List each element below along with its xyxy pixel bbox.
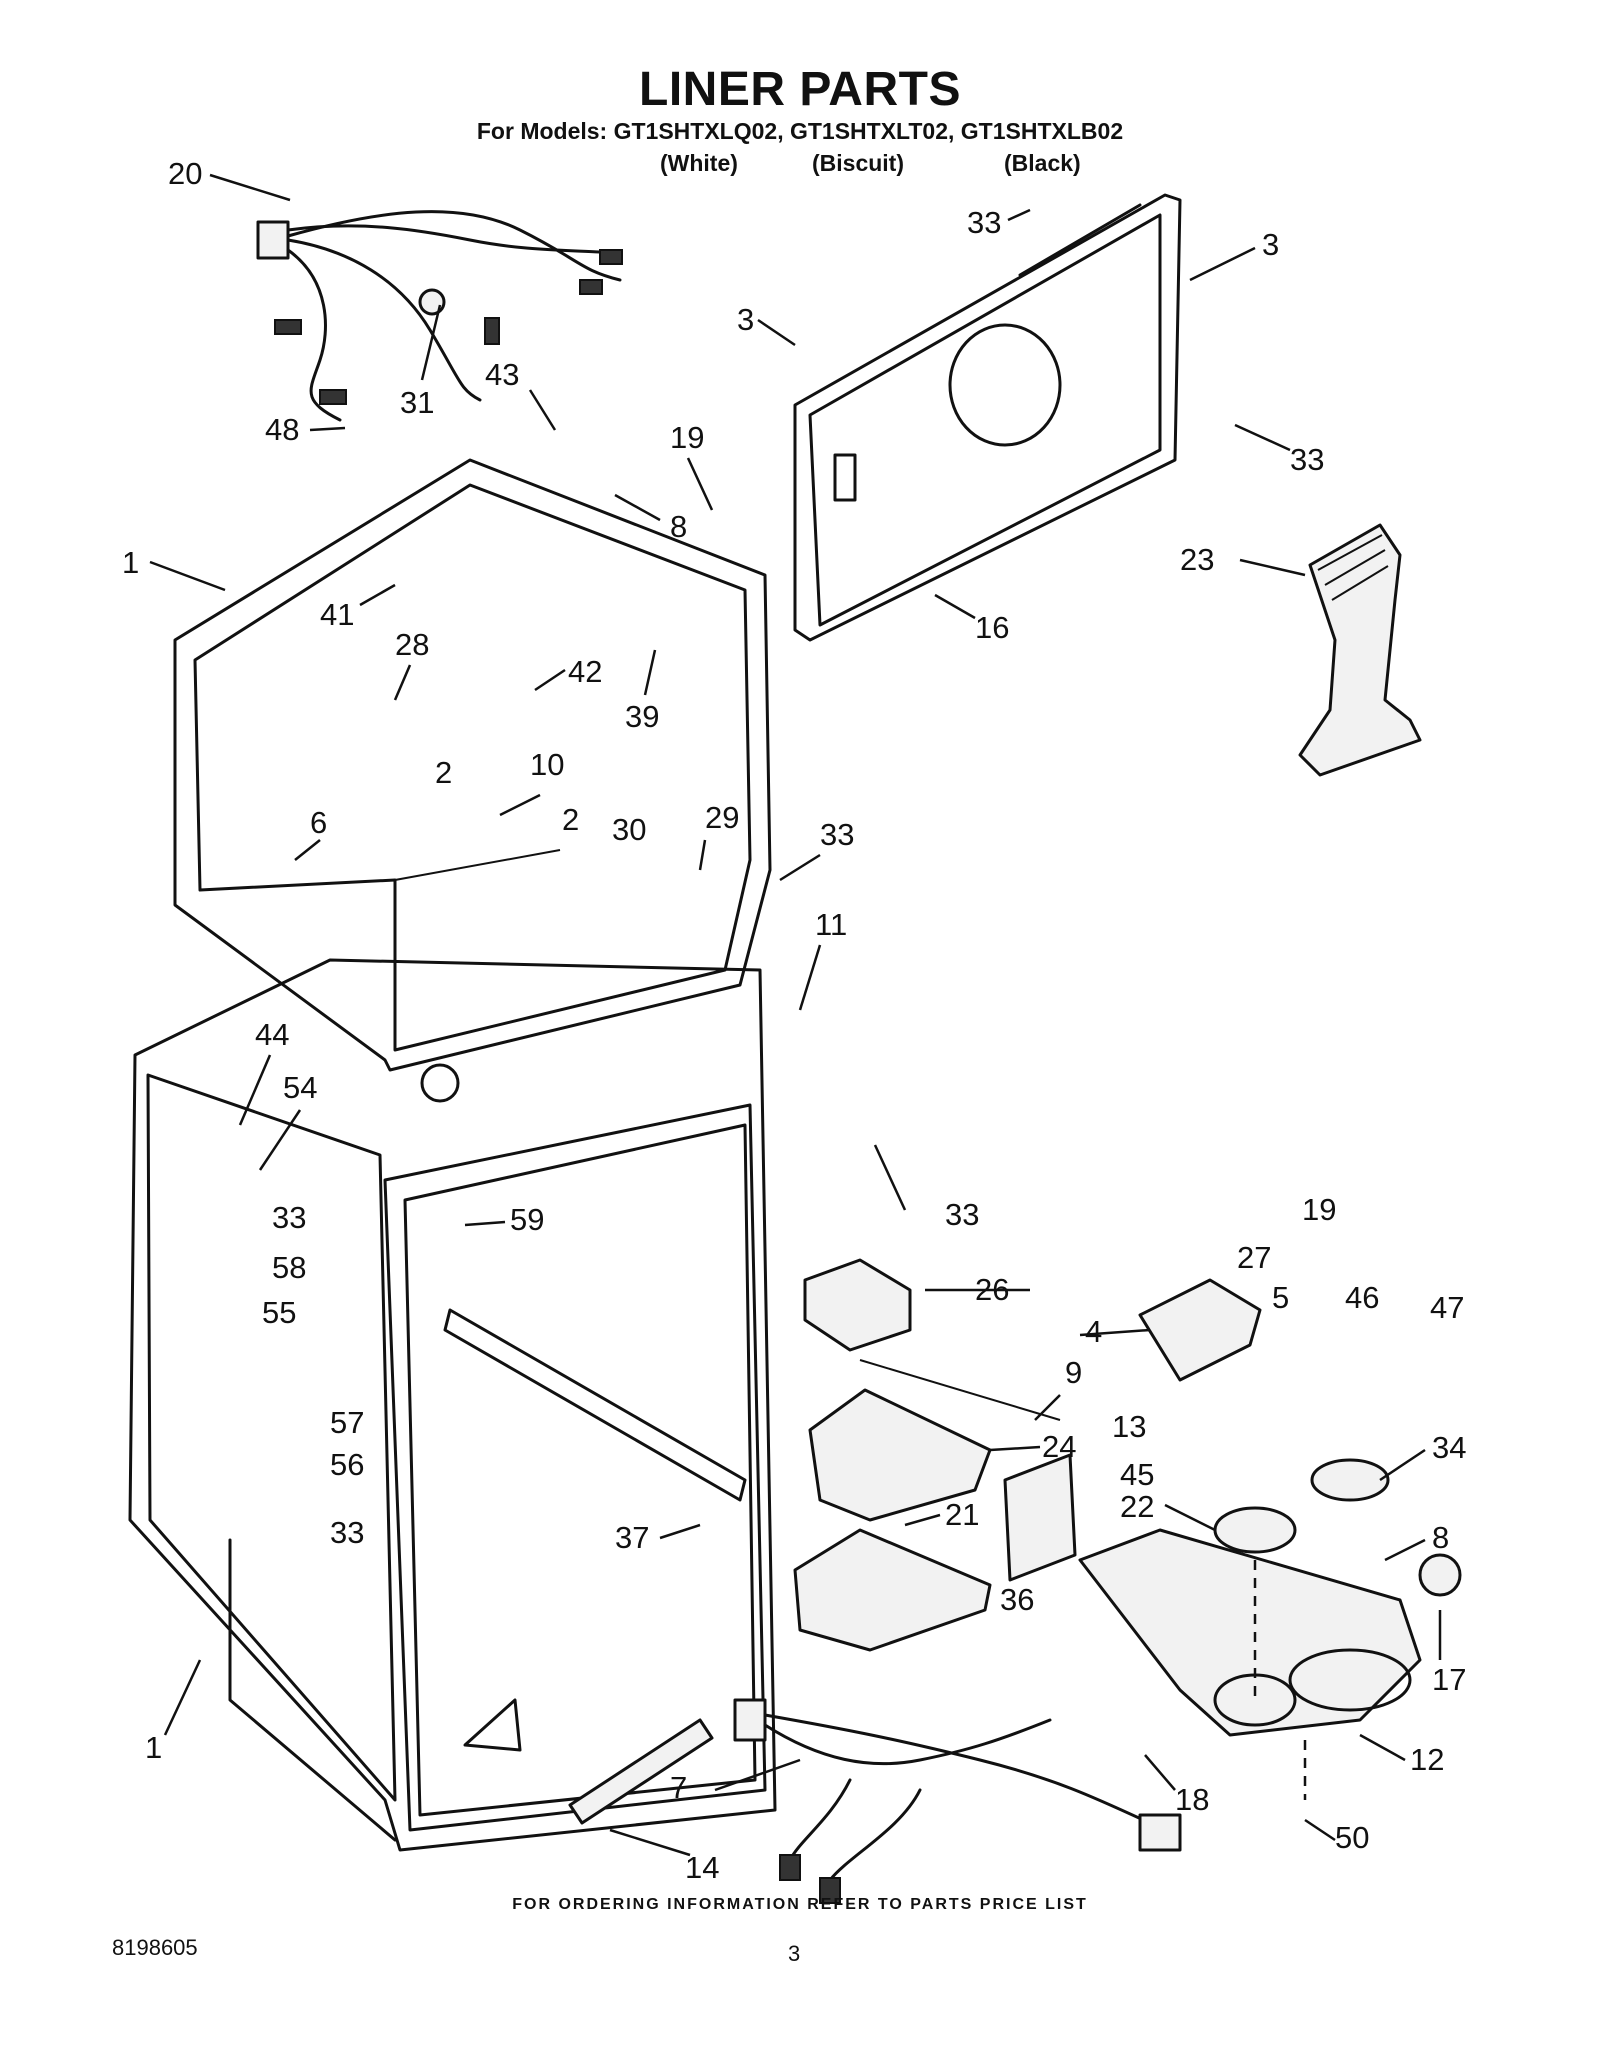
callout-57: 57	[330, 1405, 364, 1440]
callout-50: 50	[1335, 1820, 1369, 1855]
callout-28: 28	[395, 627, 429, 662]
callout-33f: 33	[330, 1515, 364, 1550]
callout-27: 27	[1237, 1240, 1271, 1275]
callout-55: 55	[262, 1295, 296, 1330]
callout-30: 30	[612, 812, 646, 847]
callout-3b: 3	[1262, 227, 1279, 262]
callout-4: 4	[1085, 1314, 1102, 1349]
models-line: For Models: GT1SHTXLQ02, GT1SHTXLT02, GT…	[476, 118, 1124, 144]
air-shroud	[1298, 523, 1422, 777]
callout-20: 20	[168, 156, 202, 191]
callout-12: 12	[1410, 1742, 1444, 1777]
callout-33b: 33	[1290, 442, 1324, 477]
freezer-liner	[173, 458, 772, 1103]
callout-8b: 8	[1432, 1520, 1449, 1555]
callout-23: 23	[1180, 542, 1214, 577]
callout-2b: 2	[562, 802, 579, 837]
evaporator-cover-panel	[793, 193, 1182, 642]
damper-assembly	[793, 1258, 1077, 1652]
callout-39: 39	[625, 699, 659, 734]
callout-33e: 33	[272, 1200, 306, 1235]
callout-9: 9	[1065, 1355, 1082, 1390]
callout-41: 41	[320, 597, 354, 632]
callout-47: 47	[1430, 1290, 1464, 1325]
color-black-label: (Black)	[1004, 150, 1081, 176]
callout-58: 58	[272, 1250, 306, 1285]
callout-43: 43	[485, 357, 519, 392]
control-board	[1138, 1278, 1262, 1382]
callout-1a: 1	[122, 545, 139, 580]
callout-56: 56	[330, 1447, 364, 1482]
callout-14: 14	[685, 1850, 719, 1885]
callout-37: 37	[615, 1520, 649, 1555]
callout-59: 59	[510, 1202, 544, 1237]
callout-42: 42	[568, 654, 602, 689]
color-biscuit-label: (Biscuit)	[812, 150, 904, 176]
callout-5: 5	[1272, 1280, 1289, 1315]
callout-7: 7	[670, 1770, 687, 1805]
callout-16: 16	[975, 610, 1009, 645]
callout-1b: 1	[145, 1730, 162, 1765]
callout-21: 21	[945, 1497, 979, 1532]
callout-33c: 33	[820, 817, 854, 852]
callout-6: 6	[310, 805, 327, 840]
callout-46: 46	[1345, 1280, 1379, 1315]
wiring-harness-top	[256, 210, 623, 422]
callout-33a: 33	[967, 205, 1001, 240]
callout-24: 24	[1042, 1429, 1076, 1464]
callout-54: 54	[283, 1070, 317, 1105]
callout-labels: 20 31 43 48 19 8 3 3 33 33 1 41 28 42 39…	[122, 156, 1466, 1885]
document-number: 8198605	[112, 1935, 198, 1960]
callout-10: 10	[530, 747, 564, 782]
drain-tube	[568, 1718, 714, 1825]
callout-33d: 33	[945, 1197, 979, 1232]
page-title: LINER PARTS	[639, 63, 961, 116]
callout-45: 45	[1120, 1457, 1154, 1492]
callout-22: 22	[1120, 1489, 1154, 1524]
callout-31: 31	[400, 385, 434, 420]
color-white-label: (White)	[660, 150, 738, 176]
callout-13: 13	[1112, 1409, 1146, 1444]
callout-34: 34	[1432, 1430, 1466, 1465]
callout-8a: 8	[670, 509, 687, 544]
callout-2a: 2	[435, 755, 452, 790]
page-number: 3	[788, 1941, 801, 1966]
ordering-note: FOR ORDERING INFORMATION REFER TO PARTS …	[512, 1896, 1088, 1913]
callout-18: 18	[1175, 1782, 1209, 1817]
callout-17: 17	[1432, 1662, 1466, 1697]
fresh-food-liner	[128, 958, 777, 1852]
callout-3a: 3	[737, 302, 754, 337]
leader-lines	[149, 173, 1442, 1857]
callout-29: 29	[705, 800, 739, 835]
light-housing-assembly	[1078, 1458, 1462, 1800]
callout-48: 48	[265, 412, 299, 447]
callout-44: 44	[255, 1017, 289, 1052]
wiring-harness-bottom	[733, 1698, 1182, 1904]
callout-36: 36	[1000, 1582, 1034, 1617]
callout-19a: 19	[670, 420, 704, 455]
callout-11: 11	[815, 907, 847, 942]
callout-19b: 19	[1302, 1192, 1336, 1227]
